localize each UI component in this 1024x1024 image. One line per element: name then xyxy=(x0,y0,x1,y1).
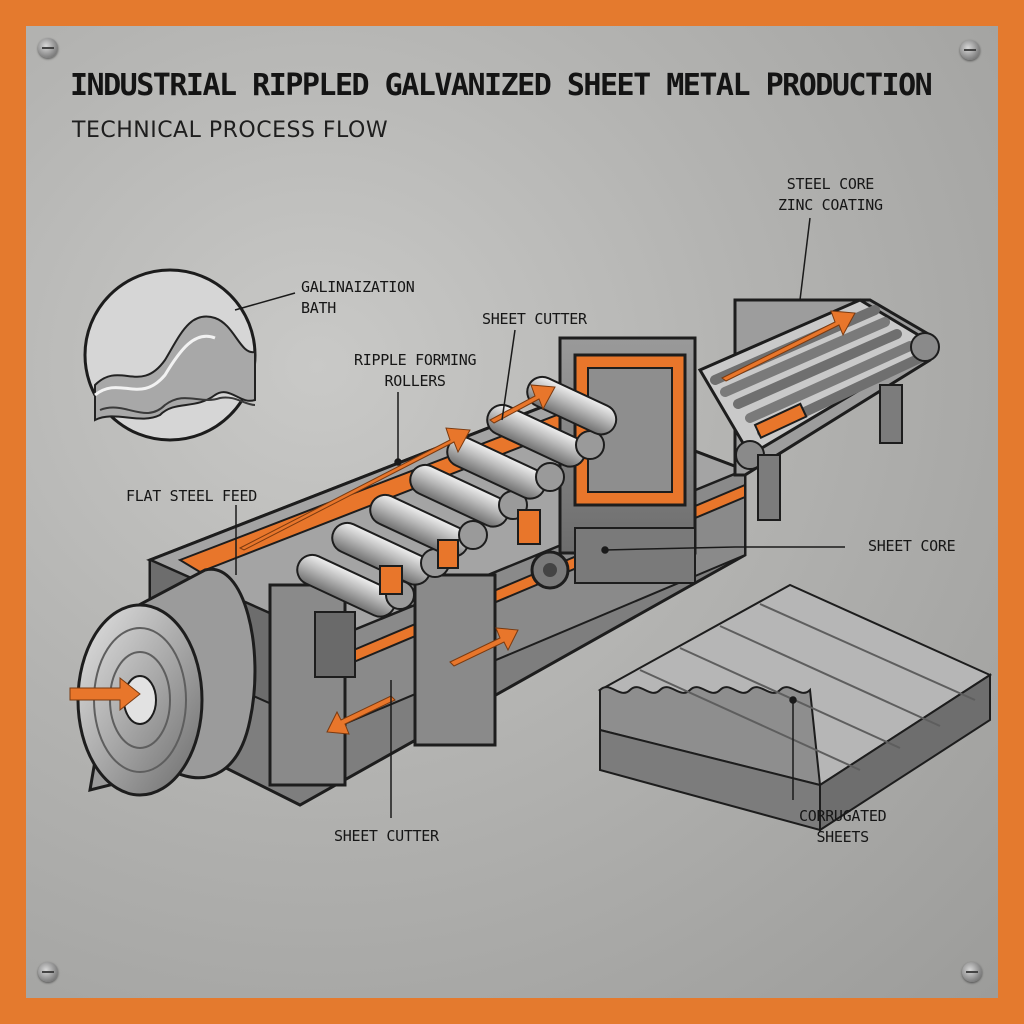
screw-icon xyxy=(38,962,58,982)
metal-panel: INDUSTRIAL RIPPLED GALVANIZED SHEET META… xyxy=(26,26,998,998)
output-conveyor xyxy=(697,298,940,521)
label-galvanization-bath-line1: GALINAIZATION xyxy=(301,278,415,296)
screw-icon xyxy=(38,38,58,58)
label-corrugated-line: CORRUGATED xyxy=(799,807,887,825)
process-illustration xyxy=(69,217,993,832)
label-zinc-coating-line: ZINC COATING xyxy=(778,196,883,214)
label-ripple-forming-rollers: RIPPLE FORMING ROLLERS xyxy=(354,350,477,392)
label-sheet-core: SHEET CORE xyxy=(868,537,956,555)
label-sheet-cutter-top: SHEET CUTTER xyxy=(482,310,587,328)
detail-magnifier xyxy=(83,268,296,442)
label-sheets-line: SHEETS xyxy=(816,828,869,846)
label-flat-steel-feed: FLAT STEEL FEED xyxy=(126,487,257,505)
steel-coil xyxy=(76,567,257,797)
label-ripple-forming-rollers-line1: RIPPLE FORMING xyxy=(354,351,477,369)
machine-frame xyxy=(146,336,750,807)
label-corrugated-sheets: CORRUGATED SHEETS xyxy=(799,806,887,848)
corrugated-sheet-stack xyxy=(597,583,993,832)
label-ripple-forming-rollers-line2: ROLLERS xyxy=(384,372,446,390)
page-subtitle: TECHNICAL PROCESS FLOW xyxy=(72,118,389,143)
ripple-forming-rollers xyxy=(296,375,618,618)
page-title: INDUSTRIAL RIPPLED GALVANIZED SHEET META… xyxy=(70,68,933,103)
label-steel-core-line: STEEL CORE xyxy=(786,175,875,193)
label-galvanization-bath-line2: BATH xyxy=(301,299,336,317)
screw-icon xyxy=(962,962,982,982)
flow-arrow-icon xyxy=(69,310,856,735)
label-sheet-cutter-bottom: SHEET CUTTER xyxy=(334,827,439,845)
leader-lines xyxy=(235,217,845,818)
screw-icon xyxy=(960,40,980,60)
label-steel-core-zinc-coating: STEEL CORE ZINC COATING xyxy=(778,174,883,216)
label-galvanization-bath: GALINAIZATION BATH xyxy=(301,277,415,319)
